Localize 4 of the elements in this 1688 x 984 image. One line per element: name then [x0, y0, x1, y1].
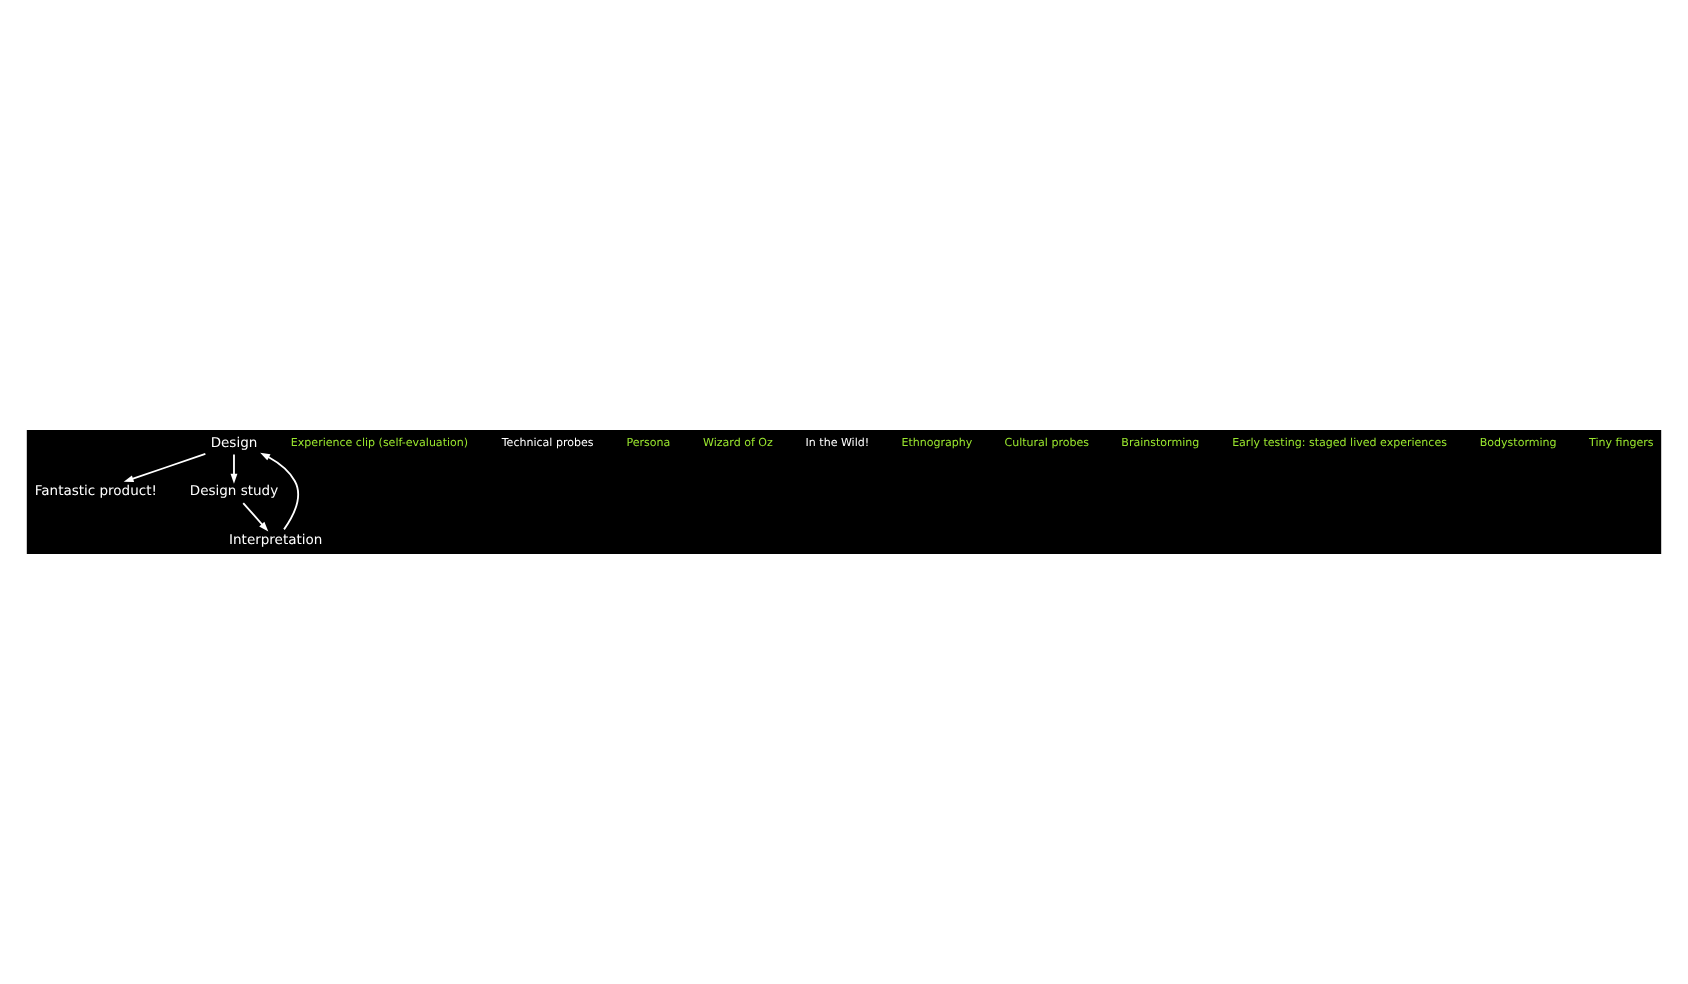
arrow: [260, 452, 299, 531]
arrow: [242, 502, 269, 532]
arrow: [123, 453, 207, 482]
arrow: [230, 453, 238, 484]
